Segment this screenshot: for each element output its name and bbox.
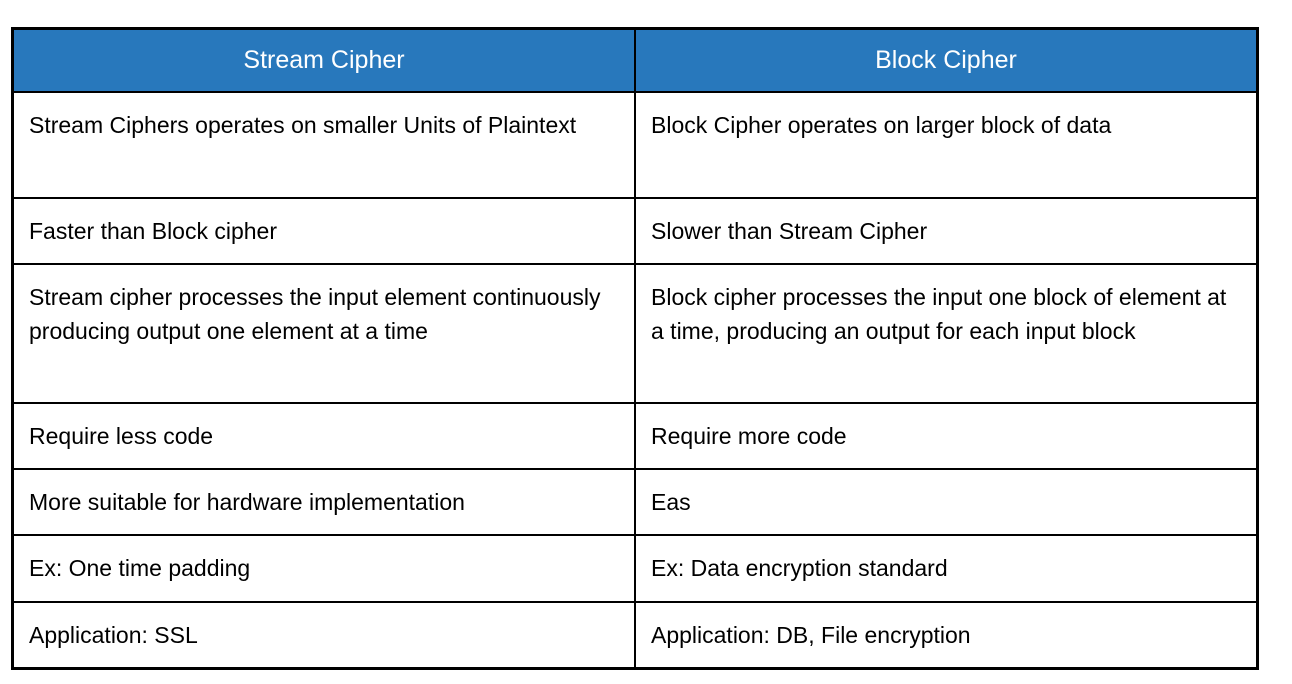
table-cell-stream-cipher: Require less code xyxy=(11,401,636,470)
table-body: Stream Ciphers operates on smaller Units… xyxy=(11,90,1259,669)
table-cell-block-cipher: Ex: Data encryption standard xyxy=(634,533,1259,603)
table-cell-stream-cipher: Stream cipher processes the input elemen… xyxy=(11,262,636,404)
header-row: Stream Cipher Block Cipher xyxy=(11,27,1259,93)
table-cell-block-cipher: Eas xyxy=(634,467,1259,536)
table-cell-block-cipher: Slower than Stream Cipher xyxy=(634,196,1259,265)
column-header-stream-cipher: Stream Cipher xyxy=(11,27,636,93)
table-cell-block-cipher: Block cipher processes the input one blo… xyxy=(634,262,1259,404)
table-cell-stream-cipher: Faster than Block cipher xyxy=(11,196,636,265)
cipher-comparison-table: Stream Cipher Block Cipher Stream Cipher… xyxy=(11,27,1259,670)
table-cell-stream-cipher: Stream Ciphers operates on smaller Units… xyxy=(11,90,636,199)
cipher-comparison-table-container: Stream Cipher Block Cipher Stream Cipher… xyxy=(11,27,1259,670)
table-row: More suitable for hardware implementatio… xyxy=(11,467,1259,536)
table-cell-stream-cipher: Ex: One time padding xyxy=(11,533,636,603)
table-row: Stream cipher processes the input elemen… xyxy=(11,262,1259,404)
column-header-block-cipher: Block Cipher xyxy=(634,27,1259,93)
table-cell-stream-cipher: Application: SSL xyxy=(11,600,636,669)
table-cell-block-cipher: Block Cipher operates on larger block of… xyxy=(634,90,1259,199)
table-cell-stream-cipher: More suitable for hardware implementatio… xyxy=(11,467,636,536)
table-cell-block-cipher: Application: DB, File encryption xyxy=(634,600,1259,669)
table-header: Stream Cipher Block Cipher xyxy=(11,27,1259,93)
table-cell-block-cipher: Require more code xyxy=(634,401,1259,470)
table-row: Stream Ciphers operates on smaller Units… xyxy=(11,90,1259,199)
